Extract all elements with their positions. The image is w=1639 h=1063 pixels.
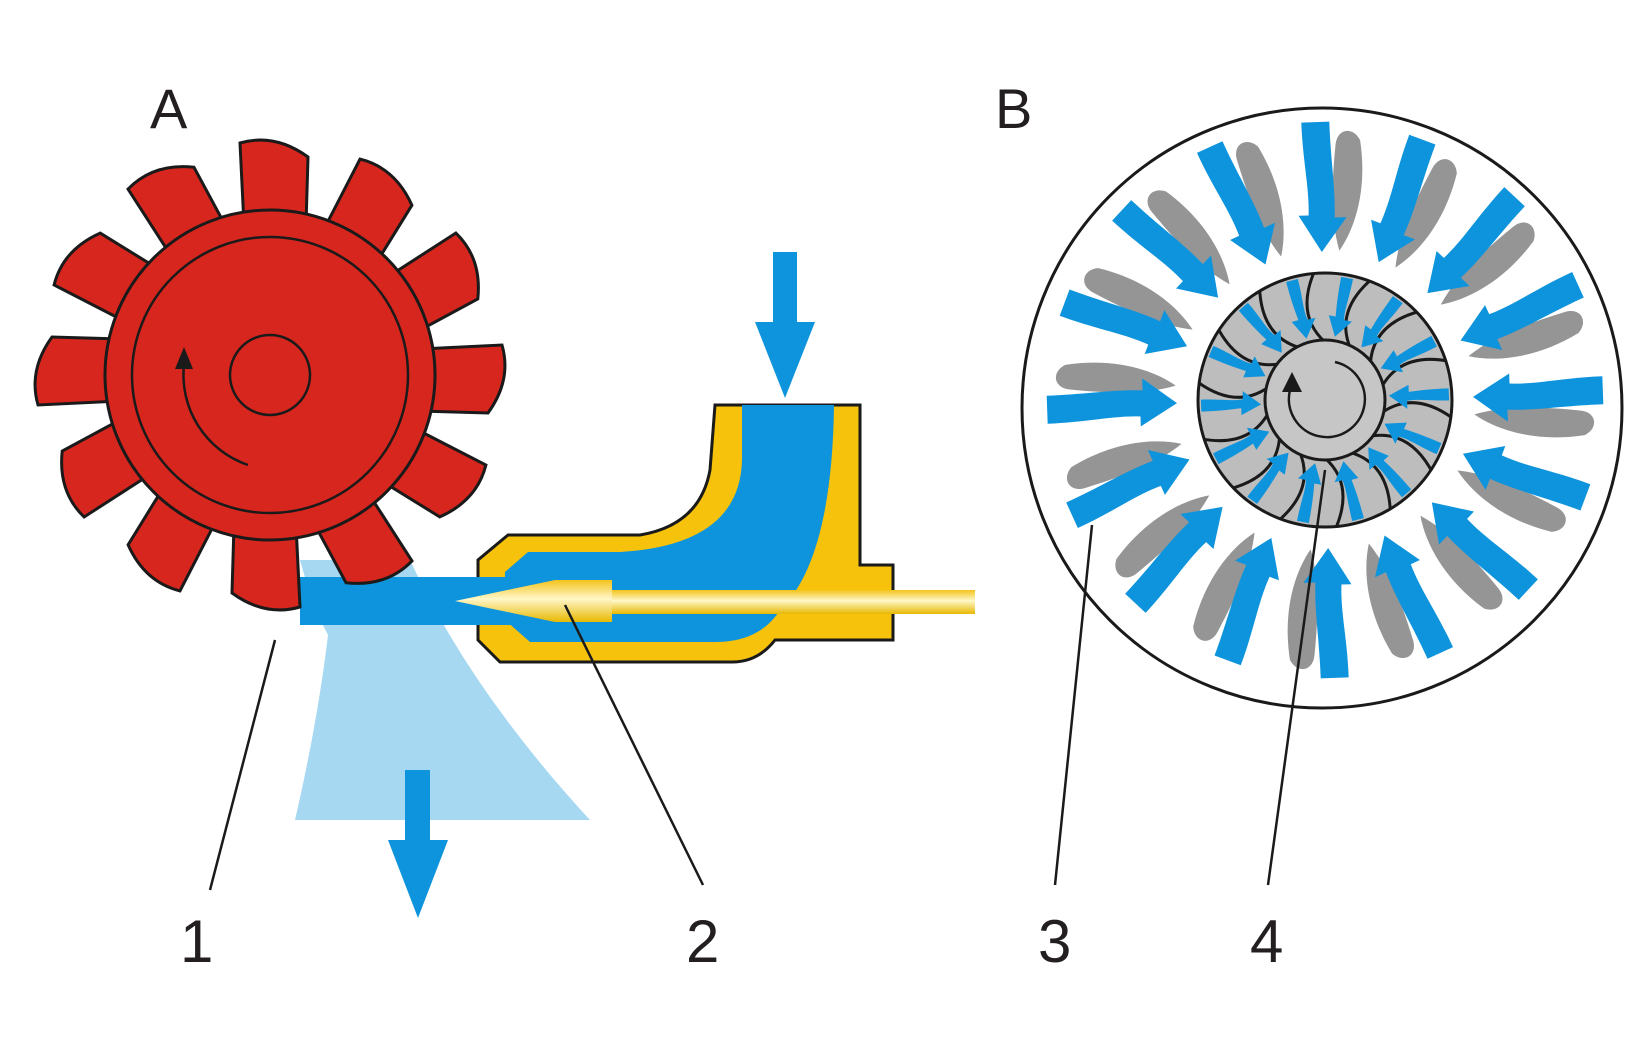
runner-blade: [1198, 379, 1270, 399]
runner-blade: [1258, 287, 1301, 350]
callout-line-4: [1266, 469, 1327, 886]
callout-2: 2: [686, 908, 719, 975]
callout-3: 3: [1038, 908, 1071, 975]
flow-arrow-icon: [1462, 446, 1591, 511]
flow-arrow-icon: [1334, 461, 1364, 522]
flow-arrow-icon: [1328, 276, 1353, 337]
runner-blade: [1215, 326, 1280, 367]
wheel-bucket: [238, 138, 310, 227]
flow-arrow-icon: [1247, 452, 1289, 504]
runner-blade: [1380, 401, 1452, 421]
flow-arrow-icon: [1213, 427, 1270, 465]
rotation-arrow-icon: [1287, 360, 1367, 439]
flow-arrow-icon: [1460, 271, 1584, 351]
flow-arrow-icon: [1384, 422, 1442, 455]
wheel-bucket: [230, 523, 302, 612]
flow-arrow-icon: [1059, 289, 1188, 354]
flow-arrow-icon: [1297, 463, 1322, 524]
flow-arrow-icon: [1066, 449, 1190, 529]
inflow-arrow-icon: [755, 252, 815, 398]
flow-arrow-icon: [1046, 378, 1178, 427]
flow-arrow-icon: [1286, 278, 1316, 339]
flow-arrow-icon: [1298, 121, 1347, 253]
rotation-arrow-icon: [182, 364, 249, 467]
runner-hub: [1263, 338, 1387, 462]
flow-arrow-icon: [1472, 373, 1604, 422]
runner-blade: [1229, 436, 1282, 491]
water-channel: [440, 405, 834, 642]
flow-arrow-icon: [1238, 302, 1282, 353]
runner-blade: [1368, 309, 1421, 364]
flow-arrow-icon: [1380, 335, 1437, 373]
wheel-bucket: [33, 335, 122, 407]
wheel-bucket: [418, 343, 507, 415]
flow-arrow-icon: [1208, 345, 1266, 378]
inflow-arrows: [1046, 121, 1604, 679]
panel-label-b: B: [995, 77, 1032, 140]
francis-runner-icon: [1196, 271, 1454, 529]
runner-blade: [1323, 456, 1345, 527]
flow-arrow-icon: [1374, 535, 1454, 659]
runner-blade: [1344, 277, 1374, 349]
panel-label-a: A: [150, 77, 188, 140]
needle-valve-icon: [455, 580, 975, 622]
flow-arrow-icon: [1125, 506, 1223, 613]
flow-arrow-icon: [1112, 200, 1219, 298]
flow-arrow-icon: [1303, 547, 1352, 679]
flow-arrow-icon: [1196, 141, 1276, 265]
callout-line-3: [1053, 524, 1094, 886]
flow-arrow-icon: [1361, 296, 1403, 348]
outflow-arrow-icon: [388, 770, 448, 918]
runner-blade: [1370, 433, 1435, 474]
panel-a: A 1 2: [33, 77, 975, 975]
callout-line-1: [208, 639, 277, 891]
runner-blade: [1276, 451, 1306, 523]
pelton-wheel-icon: [33, 138, 507, 612]
flow-arrow-icon: [1427, 187, 1525, 294]
runner-blade: [1380, 357, 1450, 388]
callout-line-2: [563, 604, 705, 886]
flow-arrow-icon: [1431, 502, 1538, 600]
flow-arrow-icon: [1214, 537, 1279, 666]
runner-blade: [1349, 450, 1392, 513]
flow-arrow-icon: [1200, 391, 1262, 416]
callout-1: 1: [180, 908, 213, 975]
flow-arrow-icon: [1368, 447, 1412, 498]
flow-arrow-icon: [1388, 384, 1450, 409]
runner-blade: [1305, 273, 1327, 344]
flow-arrow-icon: [1371, 134, 1436, 263]
callout-4: 4: [1250, 908, 1283, 975]
panel-b: B 3 4: [995, 77, 1624, 975]
runner-blade: [1200, 412, 1270, 443]
